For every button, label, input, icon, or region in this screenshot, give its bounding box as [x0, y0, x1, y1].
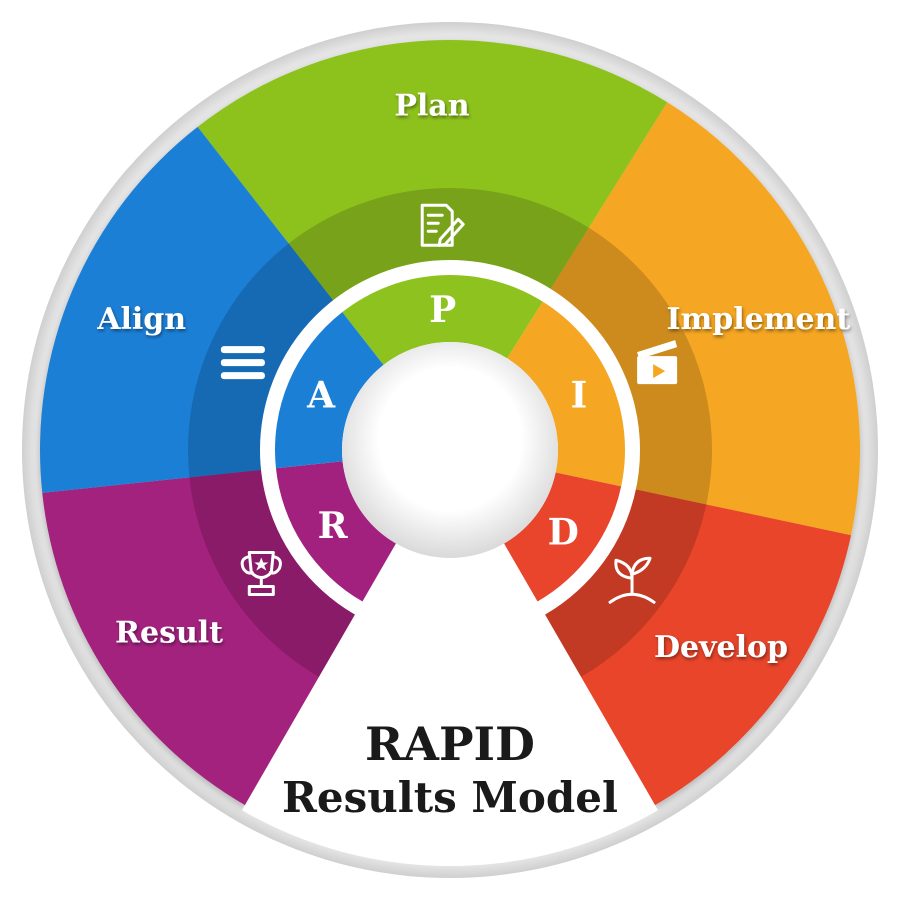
seedling-icon — [608, 556, 656, 604]
label-plan: Plan — [394, 88, 469, 123]
inner-develop — [504, 472, 622, 602]
label-align: Align — [96, 302, 186, 337]
letter-develop: D — [548, 511, 579, 553]
letter-align: A — [306, 374, 336, 416]
clapperboard-icon — [637, 340, 678, 385]
trophy-icon — [240, 551, 282, 597]
inner-plan — [342, 274, 543, 365]
center-hub — [342, 342, 558, 558]
title-line-2: Results Model — [282, 773, 618, 822]
inner-result — [275, 461, 396, 602]
letter-implement: I — [570, 374, 587, 416]
menu-lines-icon — [220, 346, 265, 380]
label-implement: Implement — [666, 302, 850, 337]
inner-implement — [507, 301, 626, 487]
inner-align — [275, 312, 384, 469]
letter-result: R — [318, 505, 349, 547]
letter-plan: P — [429, 289, 456, 331]
letter-ring — [275, 274, 626, 602]
label-result: Result — [115, 615, 223, 650]
title-line-1: RAPID — [365, 717, 535, 771]
band-implement — [550, 227, 712, 505]
document-pencil-icon — [420, 203, 465, 247]
bottom-wedge — [242, 526, 658, 866]
segment-implement — [542, 102, 861, 536]
band-develop — [545, 489, 707, 677]
label-develop: Develop — [654, 630, 788, 665]
